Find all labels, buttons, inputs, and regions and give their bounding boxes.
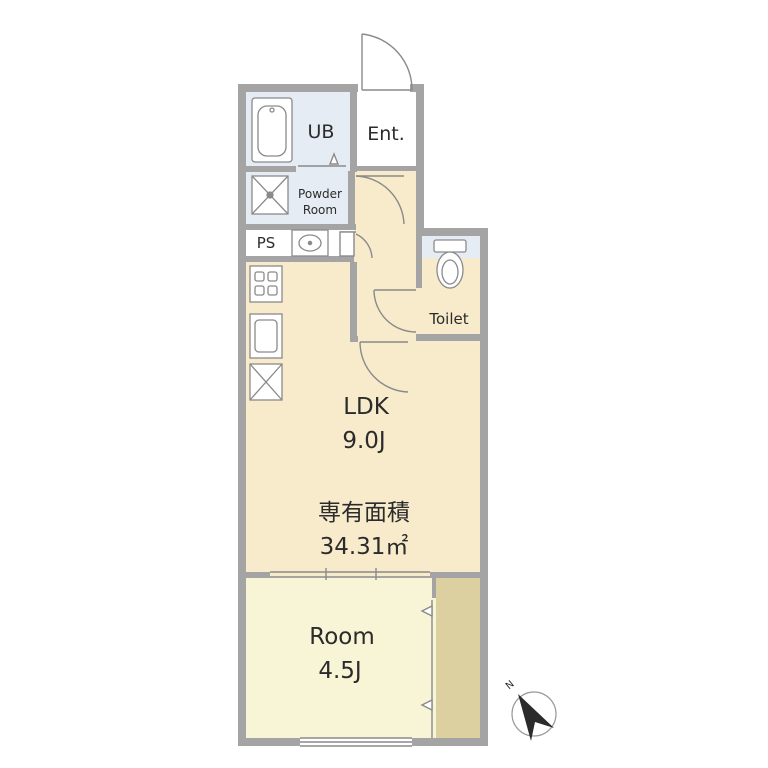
compass: N bbox=[504, 679, 557, 741]
bathtub-icon bbox=[251, 97, 293, 163]
area-label: 専有面積 bbox=[318, 500, 410, 526]
wall-toilet-bottom bbox=[416, 334, 486, 341]
ub-door[interactable] bbox=[298, 152, 346, 167]
entrance-floor bbox=[357, 92, 417, 170]
room-labels: UB Ent. Powder Room PS Toilet LDK 9.0J 専… bbox=[257, 121, 469, 684]
wall-ub-powder bbox=[246, 166, 296, 172]
wall-entrance-hall bbox=[350, 166, 420, 171]
washing-machine-space-icon bbox=[251, 175, 289, 215]
wall-toilet-top bbox=[416, 228, 488, 236]
ldk-name: LDK bbox=[343, 394, 390, 420]
north-arrow-icon bbox=[518, 694, 554, 741]
entrance-label: Ent. bbox=[367, 123, 405, 145]
wall-bottom-left bbox=[238, 738, 300, 746]
toilet-door[interactable] bbox=[373, 289, 417, 333]
wall-entrance-right bbox=[416, 84, 424, 236]
stove-icon bbox=[249, 265, 283, 303]
closet-door[interactable] bbox=[420, 600, 433, 738]
floors bbox=[246, 92, 480, 738]
area-value: 34.31㎡ bbox=[320, 534, 409, 560]
ps-label: PS bbox=[257, 234, 276, 252]
wall-room-closet bbox=[432, 578, 436, 598]
walls bbox=[238, 84, 488, 746]
kitchen-sink-icon bbox=[249, 313, 283, 359]
entrance-door[interactable] bbox=[361, 33, 413, 91]
closet-floor bbox=[436, 576, 480, 738]
wall-ps-ldk bbox=[246, 256, 354, 262]
wall-bottom-right bbox=[412, 738, 488, 746]
ldk-size: 9.0J bbox=[342, 428, 385, 454]
refrigerator-space-icon bbox=[249, 363, 283, 401]
room-name: Room bbox=[309, 624, 375, 650]
wall-hall-ldk bbox=[350, 262, 357, 342]
compass-ring bbox=[511, 691, 557, 737]
wall-powder-hall bbox=[348, 171, 355, 229]
compass-north-label: N bbox=[504, 679, 517, 692]
wall-top-left bbox=[238, 84, 358, 92]
powder-room-door[interactable] bbox=[355, 175, 405, 225]
wall-powder-ps bbox=[246, 224, 356, 230]
wall-left bbox=[238, 84, 246, 746]
room-window bbox=[300, 737, 412, 747]
powder-room-label-line1: Powder bbox=[298, 187, 342, 201]
wall-ub-entrance bbox=[350, 92, 357, 172]
hall-door[interactable] bbox=[339, 231, 373, 259]
wall-ldk-room-right bbox=[430, 572, 480, 578]
wall-hall-bottom bbox=[350, 336, 358, 342]
toilet-label: Toilet bbox=[428, 310, 468, 328]
ub-label: UB bbox=[308, 121, 335, 143]
fixtures bbox=[249, 97, 467, 401]
room-size: 4.5J bbox=[318, 658, 361, 684]
wall-right bbox=[480, 228, 488, 746]
wall-ldk-room-left bbox=[246, 572, 270, 578]
wall-toilet-left bbox=[416, 236, 422, 288]
powder-room-label-line2: Room bbox=[303, 203, 337, 217]
wash-basin-icon bbox=[291, 229, 329, 257]
doors bbox=[270, 33, 433, 747]
room-floor bbox=[246, 576, 436, 738]
sliding-door-ldk-room[interactable] bbox=[270, 568, 430, 580]
ldk-door[interactable] bbox=[359, 341, 409, 393]
toilet-icon bbox=[433, 239, 467, 289]
ldk-floor bbox=[246, 258, 480, 576]
ps-floor bbox=[246, 228, 288, 258]
